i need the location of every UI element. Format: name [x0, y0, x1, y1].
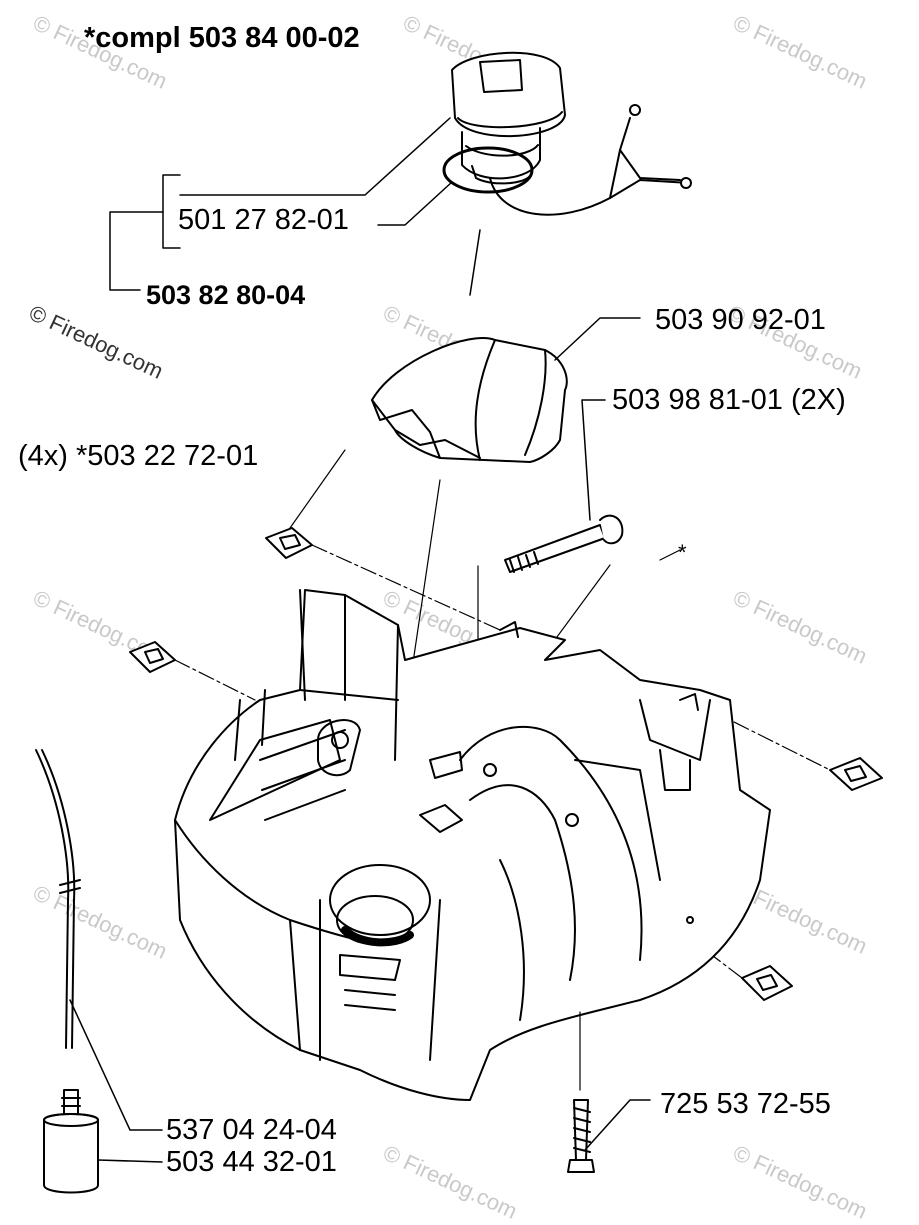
label-compl: *compl 503 84 00-02 [84, 22, 360, 54]
label-filter: 503 44 32-01 [166, 1146, 337, 1178]
label-asterisk: * [678, 540, 687, 565]
fuel-filter [43, 1089, 99, 1194]
label-nut: (4x) *503 22 72-01 [18, 440, 259, 472]
nut [265, 527, 313, 559]
label-cap-seal: 501 27 82-01 [178, 204, 349, 236]
cover-part [371, 337, 568, 463]
fuel-tank-housing [174, 589, 771, 1101]
screw [567, 1011, 595, 1173]
label-cap-assembly: 503 82 80-04 [146, 280, 306, 310]
label-hose: 537 04 24-04 [166, 1114, 337, 1146]
fuel-cap [442, 51, 692, 216]
nut [741, 965, 793, 1001]
parts-diagram: © Firedog.com © Firedog.com © Firedog.co… [18, 10, 883, 1224]
nut [129, 641, 176, 673]
bolt [504, 514, 624, 573]
label-screw: 725 53 72-55 [660, 1088, 831, 1120]
diagram-drawing [35, 51, 883, 1194]
label-cover: 503 90 92-01 [655, 304, 826, 336]
cap-bracket [109, 117, 481, 296]
fuel-hose [35, 749, 81, 1049]
label-bolt: 503 98 81-01 (2X) [612, 384, 846, 416]
nut [829, 757, 883, 791]
